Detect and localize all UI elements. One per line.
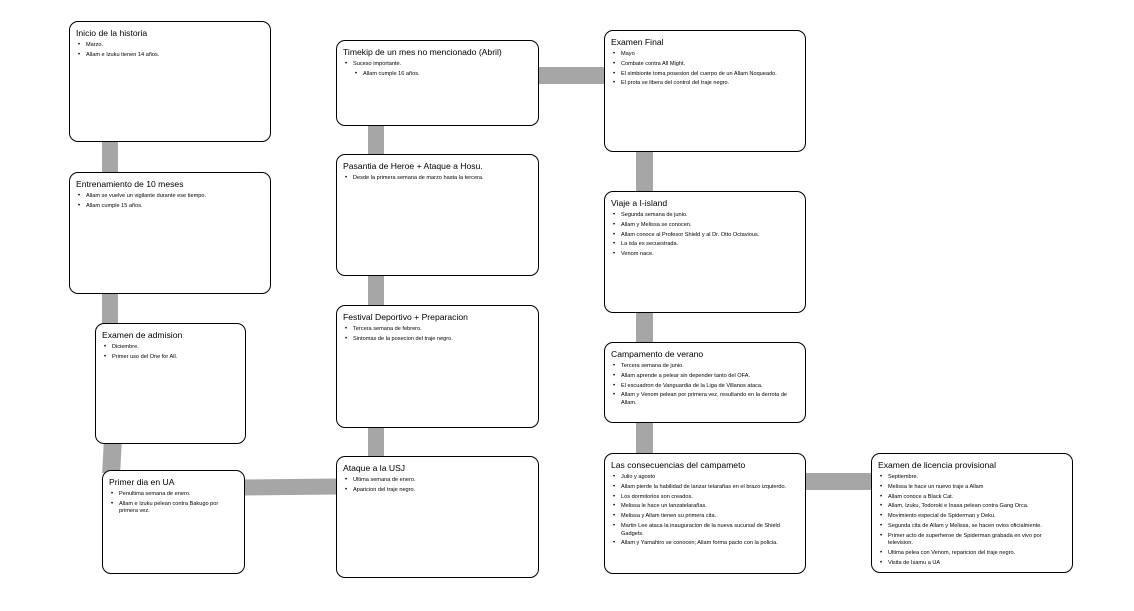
- connector-inicio-entrenamiento: [102, 140, 118, 176]
- bullet-list: Tercera semana de febrero. Sintomas de l…: [343, 326, 532, 343]
- bullet-item: Melissa le hace un nuevo traje a Allam: [878, 484, 1066, 492]
- bullet-list: Mayo Combate contra All Might. El simbio…: [611, 51, 799, 88]
- box-timeskip: Timekip de un mes no mencionado (Abril) …: [336, 40, 539, 126]
- box-festival: Festival Deportivo + Preparacion Tercera…: [336, 305, 539, 428]
- bullet-item: Los dormitorios son creados.: [611, 494, 799, 502]
- bullet-item: Tercera semana de febrero.: [343, 326, 532, 334]
- bullet-item: Melissa le hace un lanzatelarañas.: [611, 503, 799, 511]
- bullet-list: Ultima semana de enero. Aparicion del tr…: [343, 477, 532, 494]
- bullet-item: Septiembre.: [878, 474, 1066, 482]
- bullet-item: Segunda semana de junio.: [611, 212, 799, 220]
- bullet-item: El simbionte toma posesion del cuerpo de…: [611, 71, 799, 79]
- bullet-item: Sintomas de la posecion del traje negro.: [343, 336, 532, 344]
- connector-consecuencias-licencia: [805, 473, 873, 490]
- bullet-item: Marzo.: [76, 42, 264, 50]
- box-title: Las consecuencias del campameto: [611, 460, 746, 470]
- bullet-item: Allam e Izuku pelean contra Bakugo por p…: [109, 501, 238, 516]
- bullet-item: Suceso importante.: [343, 61, 532, 69]
- bullet-list: Diciembre. Primer uso del One for All.: [102, 344, 239, 361]
- box-title: Examen de licencia provisional: [878, 460, 996, 470]
- bullet-item: Combate contra All Might.: [611, 61, 799, 69]
- box-consecuencias: Las consecuencias del campameto Julio y …: [604, 453, 806, 574]
- bullet-item: Allam aprende a pelear sin depender tant…: [611, 373, 799, 381]
- bullet-item: Movimiento especial de Spiderman y Deku.: [878, 513, 1066, 521]
- connector-examen-final-iisland: [636, 150, 653, 193]
- box-title: Festival Deportivo + Preparacion: [343, 312, 468, 322]
- box-pasantia: Pasantia de Heroe + Ataque a Hosu. Desde…: [336, 154, 539, 276]
- box-inicio: Inicio de la historia Marzo. Allam e Izu…: [69, 21, 271, 142]
- box-title: Ataque a la USJ: [343, 463, 406, 473]
- box-title: Campamento de verano: [611, 349, 704, 359]
- bullet-item: Allam conoce a Black Cat.: [878, 494, 1066, 502]
- bullet-item: Allam y Venom pelean por primera vez, re…: [611, 392, 799, 407]
- bullet-item: Aparicion del traje negro.: [343, 487, 532, 495]
- bullet-list: Suceso importante. Allam cumple 16 años.: [343, 61, 532, 78]
- bullet-item: Allam conoce al Profesor Shield y al Dr.…: [611, 232, 799, 240]
- bullet-item: Ultima pelea con Venom, reparicion del t…: [878, 550, 1066, 558]
- box-title: Viaje a I-island: [611, 198, 668, 208]
- bullet-list: Desde la primera semana de marzo hasta l…: [343, 175, 532, 183]
- box-title: Timekip de un mes no mencionado (Abril): [343, 47, 502, 57]
- bullet-list: Tercera semana de junio. Allam aprende a…: [611, 363, 799, 408]
- connector-timeskip-examen-final: [538, 67, 606, 84]
- bullet-item: Allam y Melissa se conocen.: [611, 222, 799, 230]
- bullet-item: Allam e Izuku tienen 14 años.: [76, 52, 264, 60]
- box-examen-final: Examen Final Mayo Combate contra All Mig…: [604, 30, 806, 152]
- bullet-subitem: Allam cumple 16 años.: [353, 71, 532, 79]
- bullet-item: Mayo: [611, 51, 799, 59]
- box-entrenamiento: Entrenamiento de 10 meses Allam se vuelv…: [69, 172, 271, 294]
- bullet-item: Desde la primera semana de marzo hasta l…: [343, 175, 532, 183]
- bullet-item: Diciembre.: [102, 344, 239, 352]
- bullet-item: Segunda cita de Allam y Melissa, se hace…: [878, 523, 1066, 531]
- box-title: Examen Final: [611, 37, 664, 47]
- bullet-item: Julio y agosto: [611, 474, 799, 482]
- connector-pasantia-timeskip: [368, 124, 384, 156]
- bullet-item: Allam cumple 15 años.: [76, 203, 264, 211]
- connector-festival-pasantia: [368, 274, 384, 307]
- bullet-list: Marzo. Allam e Izuku tienen 14 años.: [76, 42, 264, 59]
- bullet-item: Penultima semana de enero.: [109, 491, 238, 499]
- bullet-item: El escuadron de Vanguardia de la Liga de…: [611, 383, 799, 391]
- box-primer-dia: Primer dia en UA Penultima semana de ene…: [102, 470, 245, 574]
- box-admision: Examen de admision Diciembre. Primer uso…: [95, 323, 246, 444]
- box-campamento: Campamento de verano Tercera semana de j…: [604, 342, 806, 423]
- box-title: Entrenamiento de 10 meses: [76, 179, 184, 189]
- connector-campamento-consecuencias: [636, 421, 653, 455]
- box-iisland: Viaje a I-island Segunda semana de junio…: [604, 191, 806, 313]
- bullet-item: La isla es secuestrada.: [611, 241, 799, 249]
- bullet-item: Melissa y Allam tienen su primera cita.: [611, 513, 799, 521]
- bullet-item: Ultima semana de enero.: [343, 477, 532, 485]
- connector-admision-primer-dia: [102, 441, 122, 473]
- box-licencia: Examen de licencia provisional Septiembr…: [871, 453, 1073, 573]
- box-title: Inicio de la historia: [76, 28, 148, 38]
- box-title: Examen de admision: [102, 330, 183, 340]
- bullet-list: Penultima semana de enero. Allam e Izuku…: [109, 491, 238, 516]
- box-usj: Ataque a la USJ Ultima semana de enero. …: [336, 456, 539, 578]
- bullet-list: Julio y agosto Allam pierde la habilidad…: [611, 474, 799, 548]
- connector-entrenamiento-admision: [102, 292, 118, 326]
- bullet-item: Primer uso del One for All.: [102, 354, 239, 362]
- connector-primer-dia-usj: [242, 478, 339, 496]
- connector-usj-festival: [368, 426, 384, 458]
- connector-iisland-campamento: [636, 311, 653, 344]
- bullet-item: Allam se vuelve un vigilante durante ese…: [76, 193, 264, 201]
- bullet-list: Septiembre. Melissa le hace un nuevo tra…: [878, 474, 1066, 567]
- bullet-item: Tercera semana de junio.: [611, 363, 799, 371]
- bullet-item: Primer acto de superheroe de Spiderman g…: [878, 533, 1066, 548]
- bullet-list: Allam se vuelve un vigilante durante ese…: [76, 193, 264, 210]
- bullet-item: Allam pierde la habilidad de lanzar tela…: [611, 484, 799, 492]
- box-title: Pasantia de Heroe + Ataque a Hosu.: [343, 161, 483, 171]
- box-title: Primer dia en UA: [109, 477, 175, 487]
- bullet-item: Visita de Isamu a UA: [878, 560, 1066, 568]
- bullet-item: Allam y Yamahiro se conocen; Allam forma…: [611, 540, 799, 548]
- bullet-item: Allam, Izuku, Todoroki e Inasa pelean co…: [878, 503, 1066, 511]
- bullet-item: Martin Lee ataca la inauguracion de la n…: [611, 523, 799, 538]
- bullet-list: Segunda semana de junio. Allam y Melissa…: [611, 212, 799, 259]
- bullet-item: Venom nace.: [611, 251, 799, 259]
- bullet-item: El prota se libera del control del traje…: [611, 80, 799, 88]
